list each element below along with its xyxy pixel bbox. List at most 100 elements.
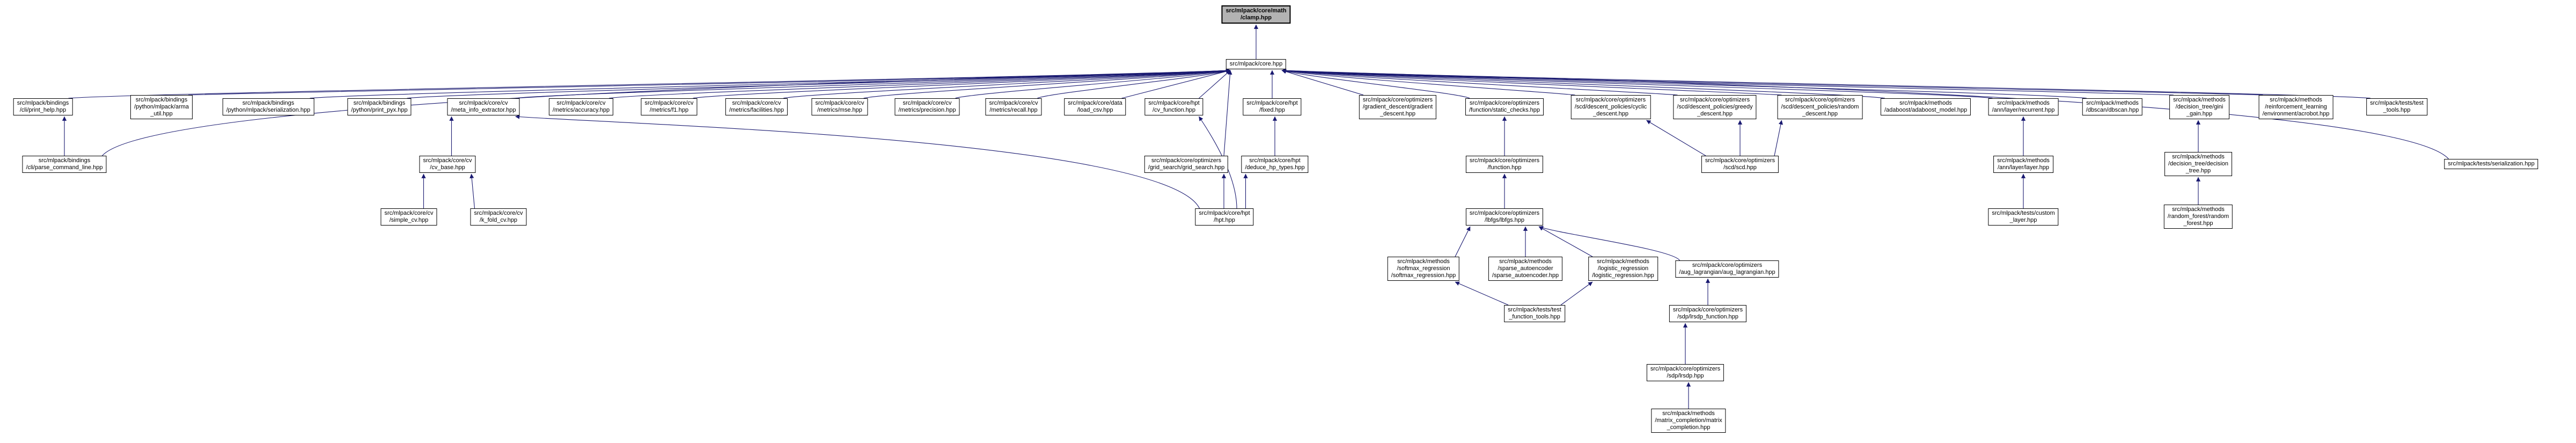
graph-node-matrix_completion[interactable]: src/mlpack/methods/matrix_completion/mat… (1651, 409, 1726, 433)
graph-node-serialization[interactable]: src/mlpack/tests/serialization.hpp (2444, 159, 2538, 169)
node-label-line: src/mlpack/core/optimizers (1575, 97, 1646, 103)
graph-node-print_pyx[interactable]: src/mlpack/bindings/python/print_pyx.hpp (347, 98, 412, 115)
node-label-line: src/mlpack/core/optimizers (1692, 262, 1763, 268)
graph-node-simple_cv[interactable]: src/mlpack/core/cv/simple_cv.hpp (380, 208, 437, 226)
node-label-line: /sparse_autoencoder (1498, 265, 1553, 272)
node-label-line: /function/static_checks.hpp (1469, 107, 1540, 113)
node-label-line: /aug_lagrangian/aug_lagrangian.hpp (1679, 269, 1775, 275)
edge-logistic_regression-lbfgs (1538, 226, 1593, 257)
graph-node-layer[interactable]: src/mlpack/methods/ann/layer/layer.hpp (1993, 156, 2053, 173)
node-label-line: /cli/parse_command_line.hpp (26, 164, 103, 171)
graph-node-scd[interactable]: src/mlpack/core/optimizers/scd/scd.hpp (1701, 156, 1779, 173)
graph-node-load_csv[interactable]: src/mlpack/core/data/load_csv.hpp (1064, 98, 1126, 115)
graph-node-parse_command_line[interactable]: src/mlpack/bindings/cli/parse_command_li… (22, 156, 107, 173)
edge-arma_util-core (188, 68, 1231, 96)
graph-node-decision_tree[interactable]: src/mlpack/methods/decision_tree/decisio… (2164, 152, 2232, 176)
graph-node-cv_function[interactable]: src/mlpack/core/hpt/cv_function.hpp (1144, 98, 1203, 115)
node-label-line: src/mlpack/core/hpt (1246, 100, 1298, 106)
graph-node-py_serialization[interactable]: src/mlpack/bindings/python/mlpack/serial… (222, 98, 314, 115)
graph-node-test_function_tools[interactable]: src/mlpack/tests/test_function_tools.hpp (1504, 305, 1565, 322)
node-label-line: _gain.hpp (2186, 111, 2213, 117)
edge-scd-random_descent (1774, 120, 1783, 156)
node-label-line: src/mlpack/core/hpt (1199, 210, 1250, 216)
graph-node-gradient_descent[interactable]: src/mlpack/core/optimizers/gradient_desc… (1359, 95, 1437, 119)
graph-node-clamp: src/mlpack/core/math/clamp.hpp (1221, 5, 1291, 24)
node-label-line: src/mlpack/methods (2270, 97, 2322, 103)
node-label-line: /decision_tree/decision (2168, 161, 2228, 167)
edge-gini_gain-core (1281, 68, 2174, 96)
node-label-line: src/mlpack/core/cv (384, 210, 434, 216)
graph-node-lrsdp_function[interactable]: src/mlpack/core/optimizers/sdp/lrsdp_fun… (1669, 305, 1747, 322)
node-label-line: src/mlpack/methods (2172, 154, 2225, 160)
node-label-line: /gradient_descent/gradient (1362, 104, 1433, 110)
node-label-line: _layer.hpp (2009, 217, 2037, 223)
graph-node-f1[interactable]: src/mlpack/core/cv/metrics/f1.hpp (641, 98, 698, 115)
graph-node-recall[interactable]: src/mlpack/core/cv/metrics/recall.hpp (985, 98, 1042, 115)
graph-node-custom_layer[interactable]: src/mlpack/tests/custom_layer.hpp (1988, 208, 2059, 226)
graph-node-softmax_regression[interactable]: src/mlpack/methods/softmax_regression/so… (1387, 257, 1460, 281)
node-label-line: /deduce_hp_types.hpp (1245, 164, 1305, 171)
node-label-line: /python/mlpack/serialization.hpp (226, 107, 311, 113)
graph-node-dbscan[interactable]: src/mlpack/methods/dbscan/dbscan.hpp (2082, 98, 2143, 115)
node-label-line: src/mlpack/core/optimizers (1469, 210, 1540, 216)
node-label-line: /ann/layer/layer.hpp (1997, 164, 2049, 171)
node-label-line: /clamp.hpp (1240, 14, 1272, 21)
edge-aug_lagrangian-lbfgs (1538, 226, 1680, 261)
graph-node-print_help[interactable]: src/mlpack/bindings/cli/print_help.hpp (13, 98, 73, 115)
graph-node-adaboost_model[interactable]: src/mlpack/methods/adaboost/adaboost_mod… (1880, 98, 1971, 115)
node-label-line: /ann/layer/recurrent.hpp (1992, 107, 2055, 113)
graph-node-recurrent[interactable]: src/mlpack/methods/ann/layer/recurrent.h… (1988, 98, 2059, 115)
node-label-line: _descent.hpp (1802, 111, 1838, 117)
graph-node-core[interactable]: src/mlpack/core.hpp (1225, 59, 1287, 69)
graph-node-deduce_hp_types[interactable]: src/mlpack/core/hpt/deduce_hp_types.hpp (1241, 156, 1309, 173)
node-label-line: /scd/descent_policies/cyclic (1574, 104, 1647, 110)
node-label-line: _descent.hpp (1697, 111, 1733, 117)
graph-node-aug_lagrangian[interactable]: src/mlpack/core/optimizers/aug_lagrangia… (1675, 260, 1779, 278)
node-label-line: /scd/scd.hpp (1723, 164, 1757, 171)
node-label-line: src/mlpack/tests/serialization.hpp (2448, 161, 2535, 167)
node-label-line: /function.hpp (1487, 164, 1522, 171)
graph-node-lrsdp[interactable]: src/mlpack/core/optimizers/sdp/lrsdp.hpp (1646, 364, 1724, 381)
node-label-line: /hpt.hpp (1214, 217, 1235, 223)
node-label-line: src/mlpack/methods (1499, 258, 1552, 265)
graph-node-fixed[interactable]: src/mlpack/core/hpt/fixed.hpp (1243, 98, 1302, 115)
node-label-line: src/mlpack/bindings (353, 100, 406, 106)
graph-node-hpt[interactable]: src/mlpack/core/hpt/hpt.hpp (1195, 208, 1254, 226)
graph-node-cv_base[interactable]: src/mlpack/core/cv/cv_base.hpp (419, 156, 476, 173)
node-label-line: src/mlpack/tests/test (1508, 307, 1561, 313)
graph-node-sparse_autoencoder[interactable]: src/mlpack/methods/sparse_autoencoder/sp… (1488, 257, 1563, 281)
graph-node-accuracy[interactable]: src/mlpack/core/cv/metrics/accuracy.hpp (548, 98, 614, 115)
node-label-line: _descent.hpp (1379, 111, 1416, 117)
node-label-line: src/mlpack/methods (1997, 100, 2050, 106)
graph-node-meta_info_extractor[interactable]: src/mlpack/core/cv/meta_info_extractor.h… (447, 98, 520, 115)
graph-node-k_fold_cv[interactable]: src/mlpack/core/cv/k_fold_cv.hpp (470, 208, 527, 226)
graph-node-arma_util[interactable]: src/mlpack/bindings/python/mlpack/arma_u… (130, 95, 193, 119)
graph-node-test_tools[interactable]: src/mlpack/tests/test_tools.hpp (2366, 98, 2427, 115)
edge-print_help-core (68, 68, 1231, 99)
graph-node-cyclic_descent[interactable]: src/mlpack/core/optimizers/scd/descent_p… (1570, 95, 1651, 119)
edge-softmax_regression-lbfgs (1455, 226, 1471, 257)
graph-node-random_descent[interactable]: src/mlpack/core/optimizers/scd/descent_p… (1777, 95, 1863, 119)
graph-node-random_forest[interactable]: src/mlpack/methods/random_forest/random_… (2163, 205, 2233, 229)
graph-node-gini_gain[interactable]: src/mlpack/methods/decision_tree/gini_ga… (2169, 95, 2229, 119)
node-label-line: src/mlpack/core/cv (474, 210, 523, 216)
edge-mse-core (863, 68, 1231, 99)
graph-node-lbfgs[interactable]: src/mlpack/core/optimizers/lbfgs/lbfgs.h… (1465, 208, 1544, 226)
graph-node-acrobot[interactable]: src/mlpack/methods/reinforcement_learnin… (2258, 95, 2333, 119)
graph-node-function[interactable]: src/mlpack/core/optimizers/function.hpp (1465, 156, 1544, 173)
node-label-line: /k_fold_cv.hpp (479, 217, 518, 223)
node-label-line: src/mlpack/core/cv (644, 100, 694, 106)
node-label-line: src/mlpack/core/optimizers (1705, 157, 1775, 164)
graph-node-facilities[interactable]: src/mlpack/core/cv/metrics/facilities.hp… (725, 98, 788, 115)
edge-gradient_descent-core (1281, 69, 1364, 96)
graph-node-logistic_regression[interactable]: src/mlpack/methods/logistic_regression/l… (1588, 257, 1658, 281)
graph-node-precision[interactable]: src/mlpack/core/cv/metrics/precision.hpp (894, 98, 960, 115)
node-label-line: _function_tools.hpp (1509, 314, 1560, 320)
graph-node-static_checks[interactable]: src/mlpack/core/optimizers/function/stat… (1465, 98, 1544, 115)
graph-node-mse[interactable]: src/mlpack/core/cv/metrics/mse.hpp (811, 98, 868, 115)
graph-node-greedy_descent[interactable]: src/mlpack/core/optimizers/scd/descent_p… (1673, 95, 1757, 119)
node-label-line: /sdp/lrsdp.hpp (1667, 373, 1704, 379)
edge-greedy_descent-core (1281, 68, 1678, 96)
graph-node-grid_search[interactable]: src/mlpack/core/optimizers/grid_search/g… (1144, 156, 1229, 173)
